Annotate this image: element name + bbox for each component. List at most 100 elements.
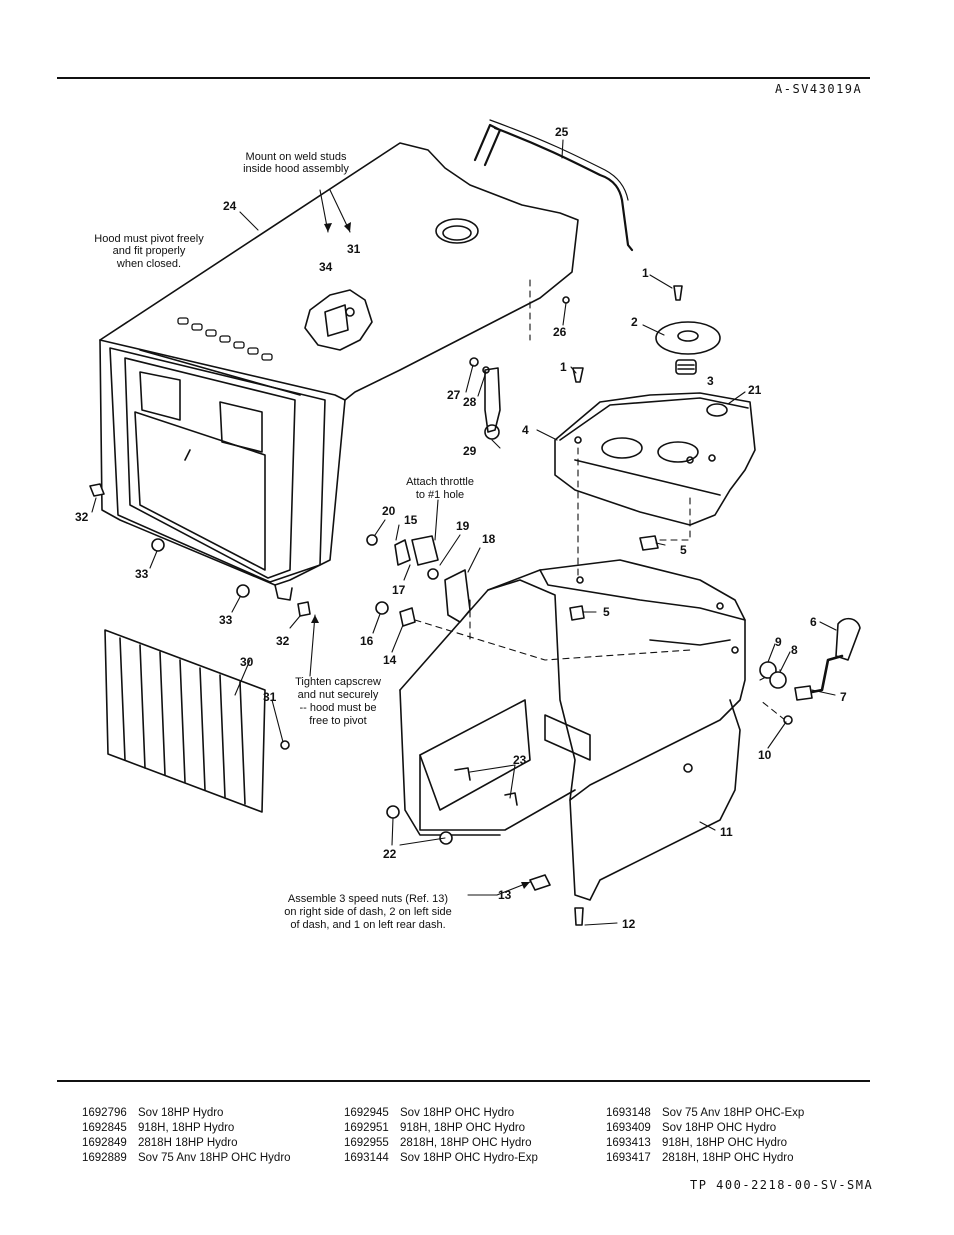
disc-part xyxy=(655,321,721,355)
hood-rod xyxy=(473,123,634,252)
model-part-number: 1692945 xyxy=(344,1107,389,1119)
model-part-number: 1692889 xyxy=(82,1152,127,1164)
grille-panel-part xyxy=(104,629,266,813)
callout-5-right: 5 xyxy=(680,543,687,557)
note-pivot-line3: when closed. xyxy=(116,258,181,270)
note-mount-line1: Mount on weld studs xyxy=(246,151,347,163)
model-row: 1693409 Sov 18HP OHC Hydro xyxy=(606,1121,804,1136)
callout-6: 6 xyxy=(810,615,817,629)
callout-8: 8 xyxy=(791,643,798,657)
callout-2: 2 xyxy=(631,315,638,329)
note-mount-line2: inside hood assembly xyxy=(243,163,349,175)
model-row: 1692845 918H, 18HP Hydro xyxy=(82,1121,291,1136)
callout-25: 25 xyxy=(555,125,569,139)
callout-9: 9 xyxy=(775,635,782,649)
model-row: 1693417 2818H, 18HP OHC Hydro xyxy=(606,1151,804,1166)
mount-bracket xyxy=(304,289,373,351)
models-column-1: 1692796 Sov 18HP Hydro 1692845 918H, 18HP … xyxy=(82,1106,291,1166)
model-description: 918H, 18HP OHC Hydro xyxy=(662,1137,788,1149)
callout-22: 22 xyxy=(383,847,397,861)
callout-33-left: 33 xyxy=(135,567,149,581)
model-description: Sov 18HP Hydro xyxy=(138,1107,224,1119)
callout-13: 13 xyxy=(498,888,512,902)
callout-12: 12 xyxy=(622,917,636,931)
callout-14: 14 xyxy=(383,653,397,667)
note-tighten-line3: -- hood must be xyxy=(299,702,376,714)
callout-18: 18 xyxy=(482,532,496,546)
callout-28: 28 xyxy=(463,395,477,409)
model-row: 1693413 918H, 18HP OHC Hydro xyxy=(606,1136,804,1151)
note-throttle-line1: Attach throttle xyxy=(406,476,474,488)
model-row: 1692796 Sov 18HP Hydro xyxy=(82,1106,291,1121)
model-description: Sov 75 Anv 18HP OHC-Exp xyxy=(662,1107,805,1119)
models-column-3: 1693148 Sov 75 Anv 18HP OHC-Exp 1693409 So… xyxy=(606,1106,804,1166)
bottom-rule xyxy=(57,1080,870,1082)
model-description: 2818H, 18HP OHC Hydro xyxy=(400,1137,532,1149)
model-row: 1692951 918H, 18HP OHC Hydro xyxy=(344,1121,538,1136)
callout-24: 24 xyxy=(223,199,237,213)
model-row: 1692889 Sov 75 Anv 18HP OHC Hydro xyxy=(82,1151,291,1166)
note-speednuts-line2: on right side of dash, 2 on left side xyxy=(284,906,452,918)
hood-part xyxy=(99,142,579,601)
drawing-code: A-SV43019A xyxy=(775,82,863,96)
model-row: 1693144 Sov 18HP OHC Hydro-Exp xyxy=(344,1151,538,1166)
model-description: Sov 75 Anv 18HP OHC Hydro xyxy=(138,1152,291,1164)
model-part-number: 1692796 xyxy=(82,1107,127,1119)
model-description: 2818H, 18HP OHC Hydro xyxy=(662,1152,794,1164)
note-throttle-line2: to #1 hole xyxy=(416,489,464,501)
top-rule xyxy=(57,77,870,79)
callout-11: 11 xyxy=(720,825,733,839)
note-speednuts-line1: Assemble 3 speed nuts (Ref. 13) xyxy=(288,893,448,905)
callout-29: 29 xyxy=(463,444,477,458)
callout-33-bottom: 33 xyxy=(219,613,233,627)
note-tighten-line4: free to pivot xyxy=(309,715,366,727)
model-part-number: 1693417 xyxy=(606,1152,651,1164)
callout-10: 10 xyxy=(758,748,772,762)
callout-23: 23 xyxy=(513,753,527,767)
note-pivot-line2: and fit properly xyxy=(113,245,186,257)
model-part-number: 1692845 xyxy=(82,1122,127,1134)
model-description: Sov 18HP OHC Hydro xyxy=(662,1122,777,1134)
callout-16: 16 xyxy=(360,634,374,648)
model-part-number: 1692951 xyxy=(344,1122,389,1134)
callout-32-left: 32 xyxy=(75,510,89,524)
note-speednuts-line3: of dash, and 1 on left rear dash. xyxy=(290,919,445,931)
model-part-number: 1693148 xyxy=(606,1107,651,1119)
callout-26: 26 xyxy=(553,325,567,339)
callout-32-bottom: 32 xyxy=(276,634,290,648)
dash-body-part xyxy=(399,559,746,901)
model-part-number: 1693413 xyxy=(606,1137,651,1149)
callout-19: 19 xyxy=(456,519,470,533)
model-row: 1693148 Sov 75 Anv 18HP OHC-Exp xyxy=(606,1106,804,1121)
model-part-number: 1692849 xyxy=(82,1137,127,1149)
model-description: Sov 18HP OHC Hydro xyxy=(400,1107,515,1119)
model-description: 2818H 18HP Hydro xyxy=(138,1137,238,1149)
callout-17: 17 xyxy=(392,583,406,597)
document-code: TP 400-2218-00-SV-SMA xyxy=(690,1178,874,1192)
callout-20: 20 xyxy=(382,504,396,518)
callout-5-mid: 5 xyxy=(603,605,610,619)
callout-1-top: 1 xyxy=(642,266,649,280)
callout-7: 7 xyxy=(840,690,847,704)
model-row: 1692945 Sov 18HP OHC Hydro xyxy=(344,1106,538,1121)
callout-31-top: 31 xyxy=(347,242,361,256)
model-description: 918H, 18HP OHC Hydro xyxy=(400,1122,526,1134)
callout-1-mid: 1 xyxy=(560,360,567,374)
note-tighten-line2: and nut securely xyxy=(298,689,379,701)
model-row: 1692849 2818H 18HP Hydro xyxy=(82,1136,291,1151)
model-description: Sov 18HP OHC Hydro-Exp xyxy=(400,1152,538,1164)
callout-15: 15 xyxy=(404,513,418,527)
callout-34: 34 xyxy=(319,260,333,274)
note-tighten-line1: Tighten capscrew xyxy=(295,676,381,688)
models-column-2: 1692945 Sov 18HP OHC Hydro 1692951 918H, 1… xyxy=(344,1106,538,1166)
callout-4: 4 xyxy=(522,423,529,437)
model-description: 918H, 18HP Hydro xyxy=(138,1122,235,1134)
note-pivot-line1: Hood must pivot freely xyxy=(94,233,204,245)
callout-27: 27 xyxy=(447,388,461,402)
model-part-number: 1693144 xyxy=(344,1152,389,1164)
callout-21: 21 xyxy=(748,383,762,397)
model-part-number: 1693409 xyxy=(606,1122,651,1134)
dash-cover-part xyxy=(554,392,756,526)
